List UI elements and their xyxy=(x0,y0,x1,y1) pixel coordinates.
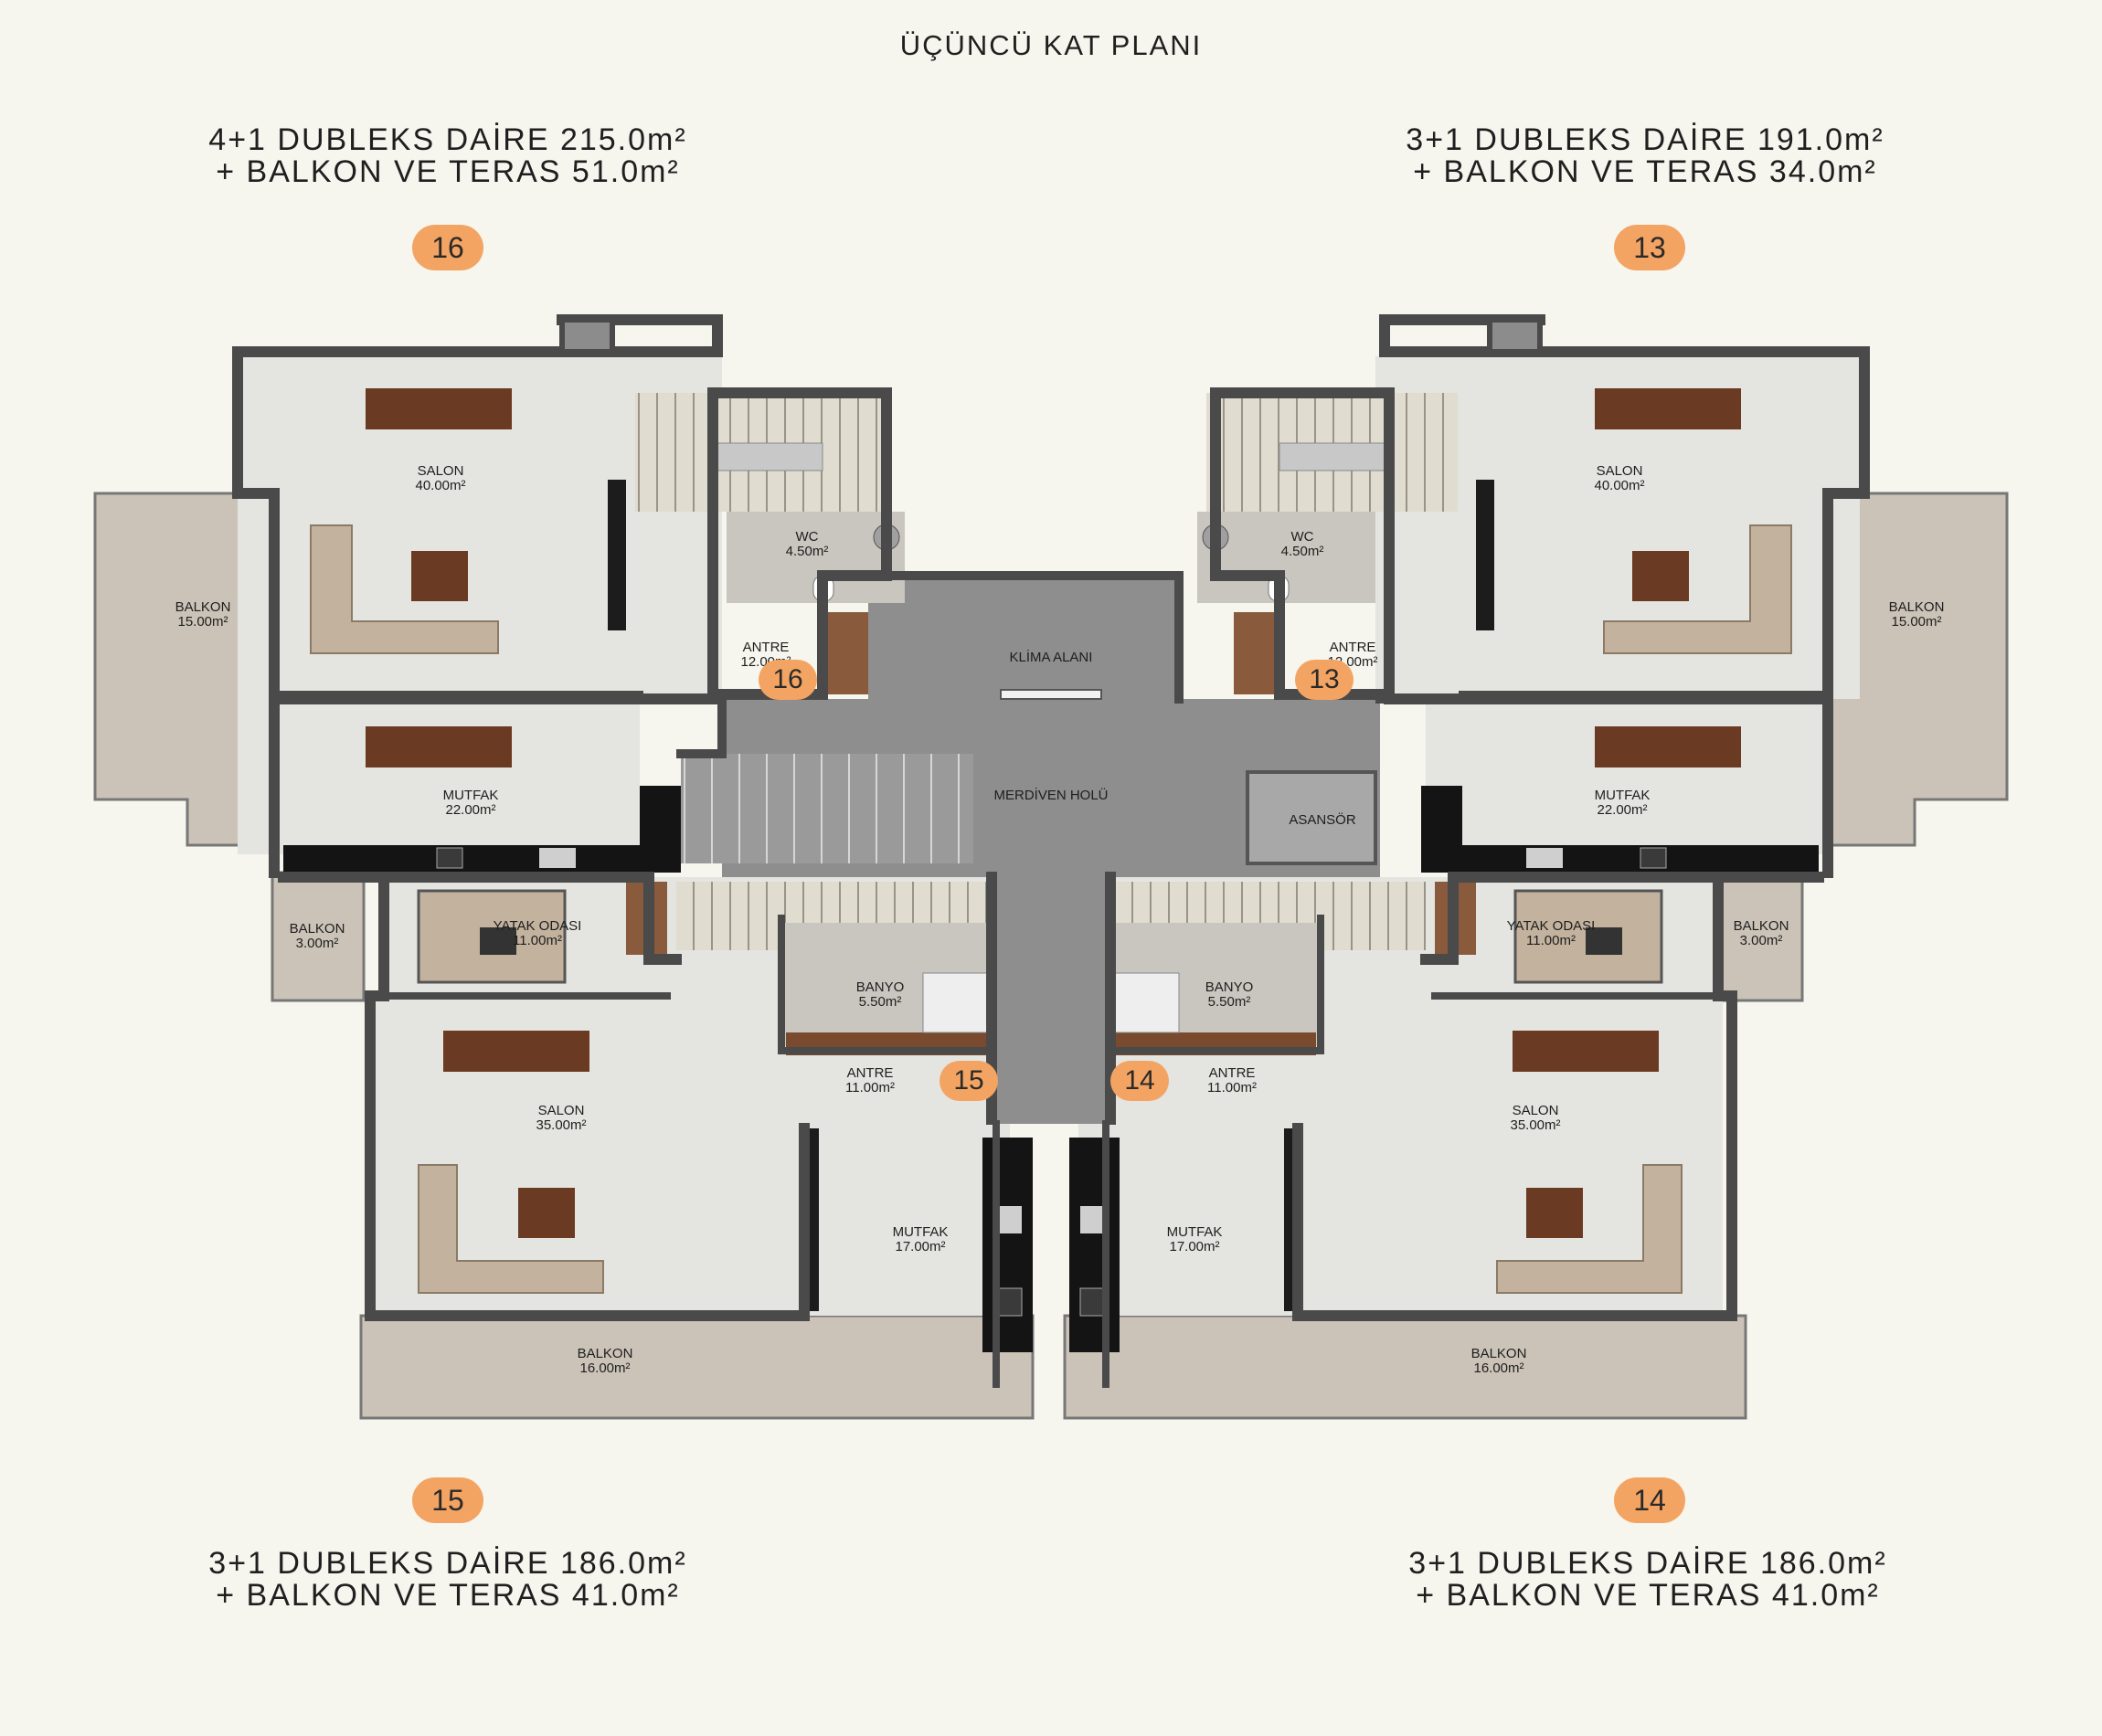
unit-14-entrance-badge: 14 xyxy=(1110,1061,1169,1101)
balconies xyxy=(93,492,2009,1420)
unit-13-entrance-badge: 13 xyxy=(1295,660,1354,700)
unit-15-badge: 15 xyxy=(412,1477,483,1523)
room-klima-name: KLİMA ALANI xyxy=(1010,649,1093,665)
room-15-yatak-name: YATAK ODASI xyxy=(494,918,582,934)
room-15-yatak-area: 11.00m² xyxy=(513,933,562,948)
room-13-balkon-area: 15.00m² xyxy=(1891,614,1941,630)
unit-13-type: 3+1 DUBLEKS DAİRE 191.0m² xyxy=(1406,122,1884,157)
room-14-antre-area: 11.00m² xyxy=(1207,1080,1257,1096)
room-merdiven-name: MERDİVEN HOLÜ xyxy=(993,787,1108,803)
room-16-balkon-area: 15.00m² xyxy=(177,614,228,630)
room-15-mutfak-area: 17.00m² xyxy=(895,1239,945,1254)
unit-14-balcony: + BALKON VE TERAS 41.0m² xyxy=(1416,1578,1880,1613)
page-title: ÜÇÜNCÜ KAT PLANI xyxy=(899,29,1203,61)
room-14-balkon-s-area: 3.00m² xyxy=(1740,933,1783,948)
unit-16-type: 4+1 DUBLEKS DAİRE 215.0m² xyxy=(208,122,687,157)
unit-16-entrance-badge: 16 xyxy=(759,660,817,700)
room-16-wc-area: 4.50m² xyxy=(786,544,829,559)
room-13-salon-area: 40.00m² xyxy=(1594,478,1644,493)
room-asansor-name: ASANSÖR xyxy=(1289,811,1356,828)
room-13-antre-name: ANTRE xyxy=(1330,640,1376,655)
walls xyxy=(232,314,1870,1388)
room-15-salon-area: 35.00m² xyxy=(536,1117,586,1133)
room-15-mutfak-name: MUTFAK xyxy=(893,1224,949,1240)
room-16-balkon-name: BALKON xyxy=(175,599,231,615)
room-14-balkon-name: BALKON xyxy=(1471,1346,1527,1361)
unit-14-info: 3+1 DUBLEKS DAİRE 186.0m² + BALKON VE TE… xyxy=(1300,1548,1995,1612)
unit-13-info: 3+1 DUBLEKS DAİRE 191.0m² + BALKON VE TE… xyxy=(1298,124,1992,188)
room-16-mutfak-area: 22.00m² xyxy=(445,802,495,818)
room-13-salon-name: SALON xyxy=(1597,463,1643,479)
room-15-antre-name: ANTRE xyxy=(847,1065,894,1081)
unit-15-type: 3+1 DUBLEKS DAİRE 186.0m² xyxy=(208,1546,687,1581)
room-15-balkon-s-area: 3.00m² xyxy=(296,936,339,951)
room-14-mutfak-area: 17.00m² xyxy=(1169,1239,1219,1254)
room-14-balkon-s-name: BALKON xyxy=(1734,918,1789,934)
unit-13-balcony: + BALKON VE TERAS 34.0m² xyxy=(1413,154,1877,189)
room-15-banyo-area: 5.50m² xyxy=(859,994,902,1010)
room-13-wc-name: WC xyxy=(1291,529,1314,545)
room-16-mutfak-name: MUTFAK xyxy=(443,788,499,803)
room-16-antre-name: ANTRE xyxy=(743,640,790,655)
room-16-salon-area: 40.00m² xyxy=(415,478,465,493)
room-15-antre-area: 11.00m² xyxy=(845,1080,895,1096)
room-14-yatak-area: 11.00m² xyxy=(1526,933,1576,948)
unit-15-balcony: + BALKON VE TERAS 41.0m² xyxy=(216,1578,680,1613)
unit-15-info: 3+1 DUBLEKS DAİRE 186.0m² + BALKON VE TE… xyxy=(101,1548,795,1612)
unit-15-entrance-badge: 15 xyxy=(940,1061,998,1101)
unit-14-badge: 14 xyxy=(1614,1477,1685,1523)
room-14-banyo-area: 5.50m² xyxy=(1208,994,1251,1010)
unit-16-badge: 16 xyxy=(412,225,483,270)
room-15-balkon-name: BALKON xyxy=(578,1346,633,1361)
room-labels: SALON 40.00m² WC 4.50m² BALKON 15.00m² A… xyxy=(175,463,1945,1376)
room-14-yatak-name: YATAK ODASI xyxy=(1507,918,1596,934)
room-15-banyo-name: BANYO xyxy=(856,979,905,995)
wet-rooms xyxy=(727,512,1375,1055)
room-13-balkon-name: BALKON xyxy=(1889,599,1945,615)
unit-14-type: 3+1 DUBLEKS DAİRE 186.0m² xyxy=(1408,1546,1887,1581)
room-14-mutfak-name: MUTFAK xyxy=(1167,1224,1223,1240)
room-14-banyo-name: BANYO xyxy=(1205,979,1254,995)
room-14-antre-name: ANTRE xyxy=(1209,1065,1256,1081)
room-14-salon-area: 35.00m² xyxy=(1510,1117,1560,1133)
unit-16-balcony: + BALKON VE TERAS 51.0m² xyxy=(216,154,680,189)
room-15-balkon-s-name: BALKON xyxy=(290,921,345,937)
room-13-mutfak-name: MUTFAK xyxy=(1595,788,1651,803)
room-13-mutfak-area: 22.00m² xyxy=(1597,802,1647,818)
furniture xyxy=(310,388,1792,1311)
room-15-salon-name: SALON xyxy=(538,1103,585,1118)
room-16-salon-name: SALON xyxy=(418,463,464,479)
unit-13-badge: 13 xyxy=(1614,225,1685,270)
room-14-balkon-area: 16.00m² xyxy=(1473,1360,1523,1376)
room-14-salon-name: SALON xyxy=(1513,1103,1559,1118)
central-core xyxy=(681,576,1380,1124)
unit-stairs xyxy=(626,393,1476,955)
room-15-balkon-area: 16.00m² xyxy=(579,1360,630,1376)
room-13-wc-area: 4.50m² xyxy=(1281,544,1324,559)
room-16-wc-name: WC xyxy=(796,529,819,545)
unit-16-info: 4+1 DUBLEKS DAİRE 215.0m² + BALKON VE TE… xyxy=(101,124,795,188)
